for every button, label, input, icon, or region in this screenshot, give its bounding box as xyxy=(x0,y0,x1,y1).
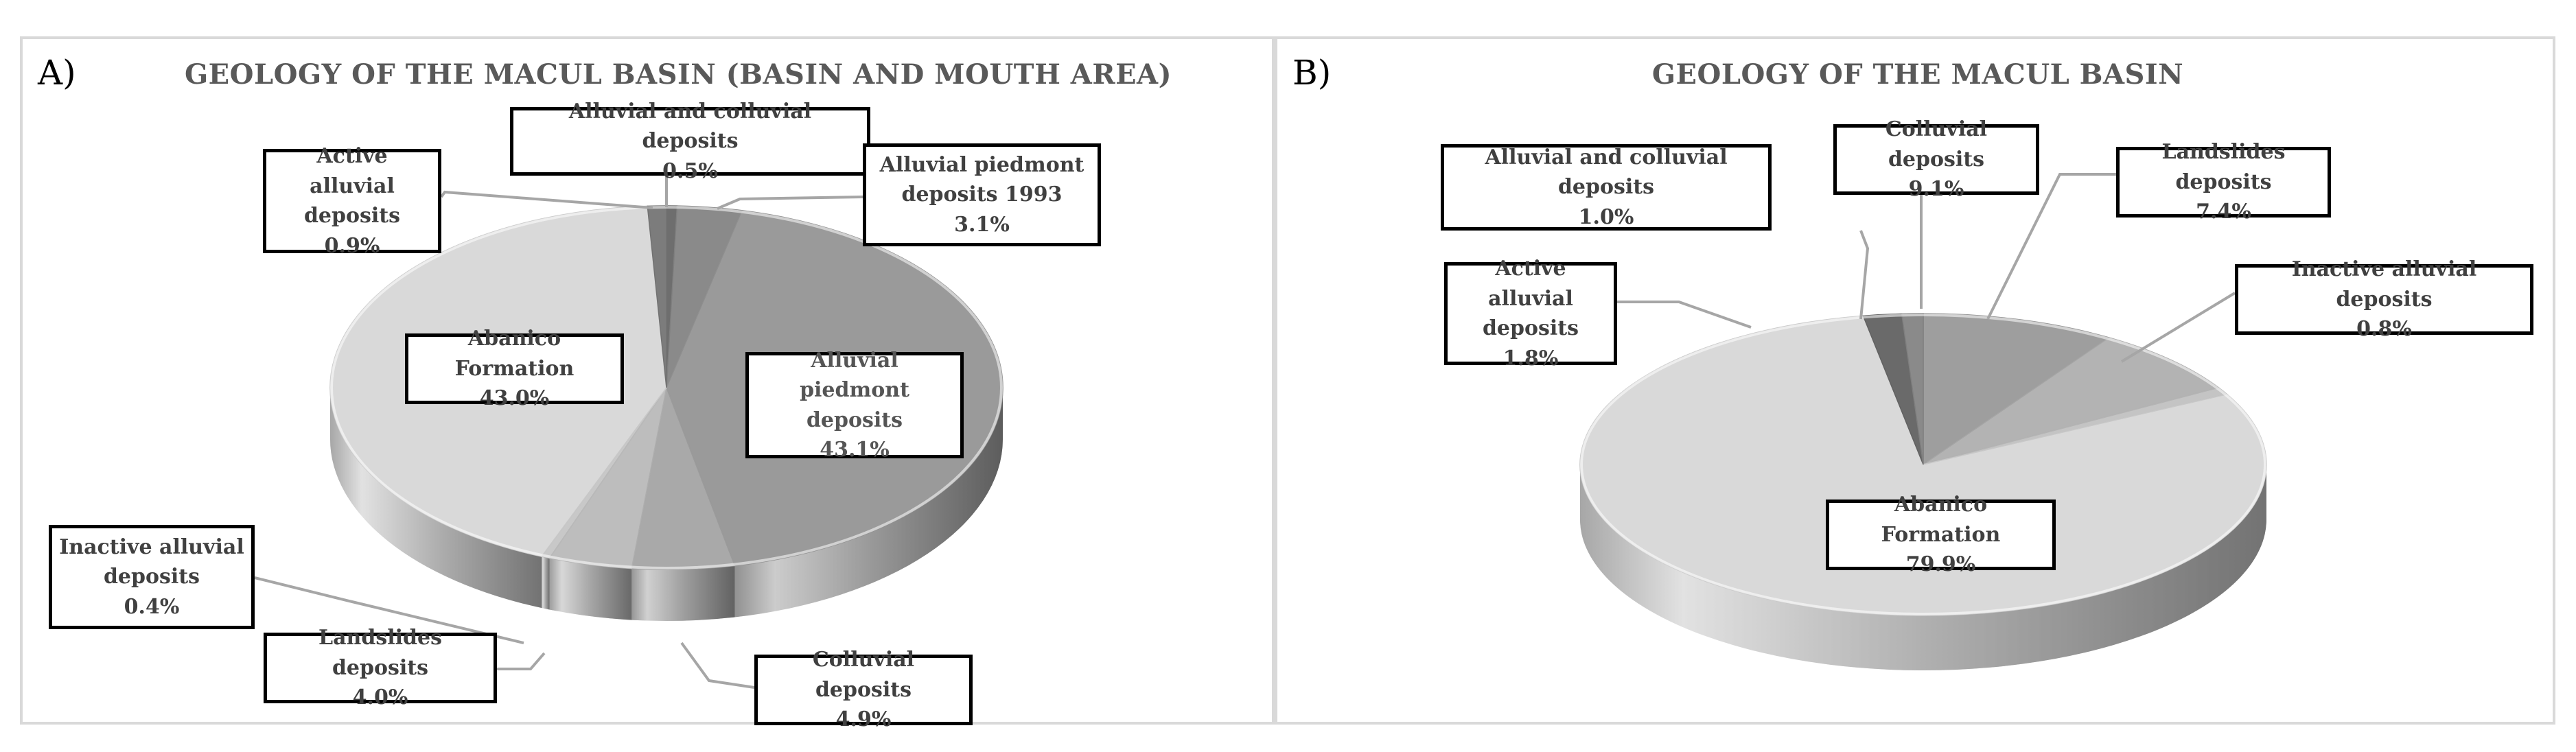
pie-chart-a xyxy=(254,169,1003,689)
leader-line-1-4 xyxy=(1617,301,1752,329)
leader-line-1-5 xyxy=(1859,230,1870,320)
slice-name-a-5: Inactive alluvial deposits xyxy=(59,534,244,589)
pie-side-0-2-0 xyxy=(734,388,1003,618)
slice-name-b-3: Abanico Formation xyxy=(1881,493,2001,547)
chart-panel-b: B) GEOLOGY OF THE MACUL BASIN Colluvial … xyxy=(1275,36,2555,725)
slice-value-a-6: 43.0% xyxy=(479,386,550,411)
slice-value-a-0: 0.5% xyxy=(662,158,718,183)
label-box-a-0: Alluvial and colluvial deposits 0.5% xyxy=(510,99,870,183)
label-box-a-1: Alluvial piedmont deposits 1993 3.1% xyxy=(863,143,1101,246)
leader-line-1-2 xyxy=(2120,292,2236,363)
slice-name-a-2: Alluvial piedmont deposits xyxy=(800,348,909,432)
slice-value-b-1: 7.4% xyxy=(2196,200,2251,224)
slice-value-a-1: 3.1% xyxy=(954,212,1010,237)
slice-name-b-2: Inactive alluvial deposits xyxy=(2291,257,2477,312)
slice-name-a-4: Landslides deposits xyxy=(318,626,442,680)
slice-value-a-2: 43.1% xyxy=(820,438,890,462)
leader-line-0-3 xyxy=(680,642,755,689)
chart-panel-a: A) GEOLOGY OF THE MACUL BASIN (BASIN AND… xyxy=(20,36,1275,731)
slice-name-a-1: Alluvial piedmont deposits 1993 xyxy=(879,152,1084,207)
slice-name-b-5: Alluvial and colluvial deposits xyxy=(1485,145,1728,200)
label-box-b-3: Abanico Formation 79.9% xyxy=(1826,493,2056,576)
label-box-a-2: Alluvial piedmont deposits 43.1% xyxy=(745,349,964,462)
label-box-b-2: Inactive alluvial deposits 0.8% xyxy=(2235,257,2533,341)
slice-value-a-5: 0.4% xyxy=(124,594,180,619)
slice-name-a-6: Abanico Formation xyxy=(454,327,575,381)
leader-line-0-5 xyxy=(254,576,524,644)
label-box-b-1: Landslides deposits 7.4% xyxy=(2116,140,2331,224)
pie-side-0-6-0 xyxy=(329,388,542,609)
pie-side-tint-0-6-0 xyxy=(329,388,542,609)
leader-line-0-7 xyxy=(440,190,653,209)
slice-name-b-1: Landslides deposits xyxy=(2161,140,2286,194)
leader-line-0-4 xyxy=(497,652,546,670)
chart-title-b: GEOLOGY OF THE MACUL BASIN xyxy=(1651,58,2184,91)
leader-line-1-1 xyxy=(1986,173,2116,320)
pie-side-1-3-0 xyxy=(1580,465,2266,670)
slice-value-b-5: 1.0% xyxy=(1578,204,1634,229)
pie-chart-b xyxy=(1579,173,2267,670)
panel-label-b: B) xyxy=(1292,53,1332,93)
slice-value-b-4: 1.8% xyxy=(1502,346,1559,371)
leader-line-0-1 xyxy=(717,196,863,210)
slice-name-b-4: Active alluvial deposits xyxy=(1482,257,1579,340)
label-box-a-4: Landslides deposits 4.0% xyxy=(264,626,497,709)
slice-value-a-7: 0.9% xyxy=(324,233,380,258)
slice-value-b-3: 79.9% xyxy=(1905,552,1976,577)
pie-side-0-3-0 xyxy=(631,565,735,621)
slice-name-b-0: Colluvial deposits xyxy=(1885,117,1988,172)
pie-side-0-4-0 xyxy=(549,558,632,620)
pie-rim-1 xyxy=(1580,314,2266,615)
slice-value-a-3: 4.9% xyxy=(835,707,892,732)
slice-value-a-4: 4.0% xyxy=(352,685,408,710)
slice-value-b-0: 9.1% xyxy=(1908,177,1964,202)
label-box-a-5: Inactive alluvial deposits 0.4% xyxy=(49,525,255,629)
slice-name-a-7: Active alluvial deposits xyxy=(303,144,401,228)
pie-side-tint-0-4-0 xyxy=(549,558,632,620)
pie-side-tint-0-3-0 xyxy=(631,565,735,621)
label-box-a-7: Active alluvial deposits 0.9% xyxy=(263,144,441,258)
slice-name-a-0: Alluvial and colluvial deposits xyxy=(568,99,812,154)
slice-value-b-2: 0.8% xyxy=(2356,317,2412,342)
label-box-b-4: Active alluvial deposits 1.8% xyxy=(1444,257,1617,371)
panel-label-a: A) xyxy=(38,53,76,93)
label-box-a-3: Colluvial deposits 4.9% xyxy=(754,648,973,731)
pie-side-tint-0-5-0 xyxy=(542,556,550,610)
label-box-a-6: Abanico Formation 43.0% xyxy=(405,327,624,410)
label-box-b-5: Alluvial and colluvial deposits 1.0% xyxy=(1441,144,1772,231)
label-box-b-0: Colluvial deposits 9.1% xyxy=(1833,117,2039,201)
chart-title-a: GEOLOGY OF THE MACUL BASIN (BASIN AND MO… xyxy=(184,58,1172,91)
pie-side-tint-1-3-0 xyxy=(1580,465,2266,670)
slice-name-a-3: Colluvial deposits xyxy=(812,648,915,702)
pie-side-tint-0-2-0 xyxy=(734,388,1003,618)
pie-side-0-5-0 xyxy=(542,556,550,610)
